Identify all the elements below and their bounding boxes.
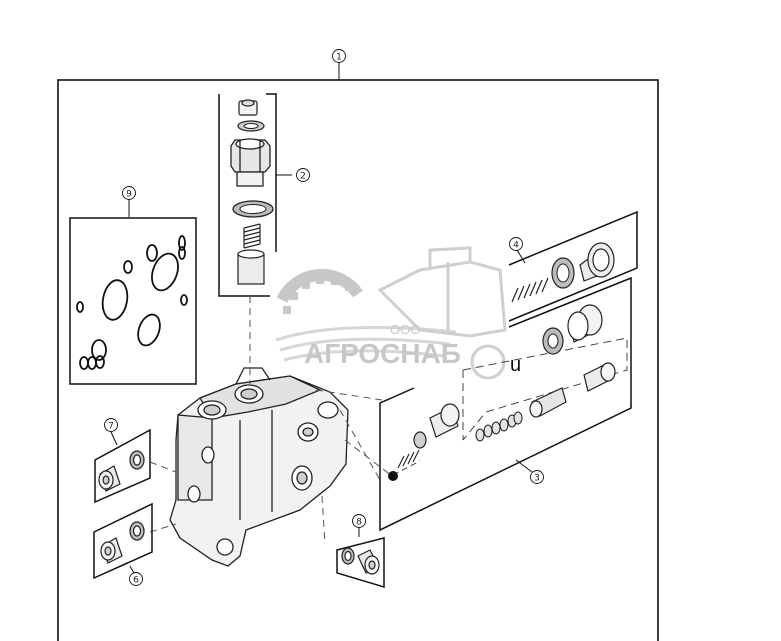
seal-ring-icon <box>542 327 564 355</box>
seal-ring-icon <box>551 257 575 289</box>
spring-icon <box>243 223 261 249</box>
valve-body-icon <box>169 367 349 567</box>
plug-icon <box>238 99 258 116</box>
callout-6[interactable]: 6 <box>129 572 143 586</box>
callout-2-label: 2 <box>300 172 306 182</box>
callout-1-label: 1 <box>336 53 342 63</box>
spring-icon <box>397 449 420 469</box>
stray-glyph: u <box>510 354 521 376</box>
gear-logo-icon <box>275 268 457 362</box>
plug-icon <box>100 521 145 564</box>
part-group-9 <box>69 200 197 385</box>
callout-9[interactable]: 9 <box>122 186 136 200</box>
part-group-8 <box>336 528 385 589</box>
spool-icon <box>475 411 523 442</box>
part-group-6 <box>93 502 153 580</box>
part-group-3 <box>379 276 632 532</box>
callout-3-label: 3 <box>534 474 540 484</box>
o-rings-icon <box>76 235 188 370</box>
washer-icon <box>237 120 265 132</box>
part-group-4 <box>508 210 638 322</box>
hex-nut-icon <box>230 138 271 187</box>
callout-8-label: 8 <box>356 518 362 528</box>
watermark: ООО АГРОСНАБ <box>275 246 507 380</box>
callout-4-label: 4 <box>513 241 519 251</box>
watermark-brand: АГРОСНАБ <box>304 338 461 369</box>
explosion-lines <box>149 296 393 545</box>
assembly-frame <box>57 79 659 641</box>
spring-icon <box>511 277 549 303</box>
plunger-icon <box>237 249 265 285</box>
part-group-2 <box>218 93 292 297</box>
callout-8[interactable]: 8 <box>352 514 366 528</box>
connection-dot-icon <box>388 471 398 481</box>
callout-7-label: 7 <box>108 422 114 432</box>
callout-1[interactable]: 1 <box>332 49 346 81</box>
part-group-7 <box>94 428 151 504</box>
plug-icon <box>341 547 380 575</box>
bushing-icon <box>583 362 616 392</box>
piston-icon <box>529 387 567 418</box>
callout-6-label: 6 <box>133 576 139 586</box>
valve-seat-icon <box>579 242 615 282</box>
callout-7[interactable]: 7 <box>104 418 118 432</box>
seal-ring-icon <box>232 200 274 218</box>
callout-3[interactable]: 3 <box>530 470 544 484</box>
sleeve-icon <box>567 304 603 343</box>
poppet-icon <box>413 403 460 449</box>
callout-2[interactable]: 2 <box>296 168 310 182</box>
callout-9-label: 9 <box>126 190 132 200</box>
plug-icon <box>98 450 145 492</box>
harvester-silhouette-icon <box>377 246 507 380</box>
callout-4[interactable]: 4 <box>509 237 523 251</box>
watermark-company-form: ООО <box>390 322 420 337</box>
